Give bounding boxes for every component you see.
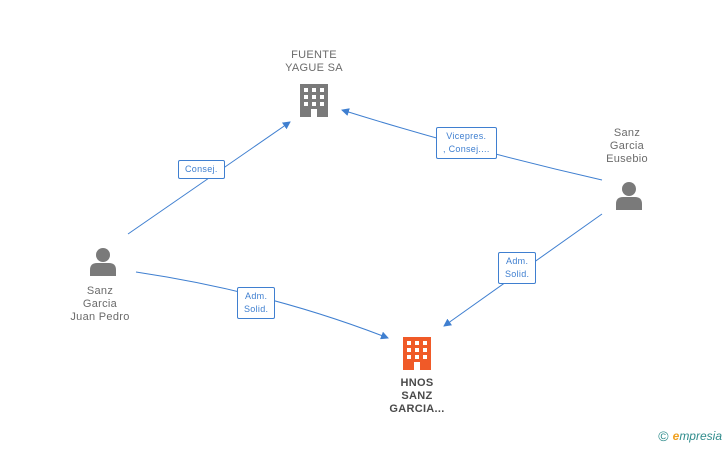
role-text: Adm. bbox=[506, 256, 529, 266]
label-line: SANZ bbox=[401, 390, 433, 402]
role-text: Solid. bbox=[505, 269, 530, 279]
empresia-watermark: © empresia bbox=[658, 428, 722, 444]
building-icon bbox=[403, 337, 431, 370]
role-badge-consej[interactable]: Consej. bbox=[178, 160, 225, 179]
label-line: Garcia bbox=[609, 140, 645, 152]
company-label-hnos-sanz-garcia[interactable]: HNOS SANZ GARCIA... bbox=[377, 377, 457, 416]
label-line: Eusebio bbox=[606, 153, 648, 165]
label-line: Garcia bbox=[82, 298, 118, 310]
label-line: YAGUE SA bbox=[285, 62, 343, 74]
role-text: Vicepres. bbox=[446, 131, 487, 141]
company-label-fuente-yague[interactable]: FUENTE YAGUE SA bbox=[274, 49, 354, 75]
label-line: FUENTE bbox=[291, 49, 337, 61]
role-text: Adm. bbox=[245, 291, 268, 301]
building-icon bbox=[300, 84, 328, 117]
role-badge-adm-solid-left[interactable]: Adm. Solid. bbox=[237, 287, 276, 319]
role-text: , Consej.... bbox=[443, 144, 490, 154]
role-text: Consej. bbox=[185, 164, 218, 174]
person-label-eusebio[interactable]: Sanz Garcia Eusebio bbox=[587, 127, 667, 166]
person-icon bbox=[616, 182, 642, 210]
label-line: Sanz bbox=[86, 285, 114, 297]
brand-name: mpresia bbox=[679, 429, 722, 443]
role-badge-vicepres[interactable]: Vicepres. , Consej.... bbox=[436, 127, 497, 159]
brand-initial: e bbox=[672, 429, 680, 443]
label-line: Sanz bbox=[613, 127, 641, 139]
role-badge-adm-solid-right[interactable]: Adm. Solid. bbox=[498, 252, 537, 284]
label-line: HNOS bbox=[400, 377, 434, 389]
person-icon bbox=[90, 248, 116, 276]
person-label-juan-pedro[interactable]: Sanz Garcia Juan Pedro bbox=[60, 285, 140, 324]
label-line: GARCIA... bbox=[389, 403, 445, 415]
role-text: Solid. bbox=[244, 304, 269, 314]
copyright-symbol: © bbox=[658, 428, 669, 444]
label-line: Juan Pedro bbox=[70, 311, 130, 323]
